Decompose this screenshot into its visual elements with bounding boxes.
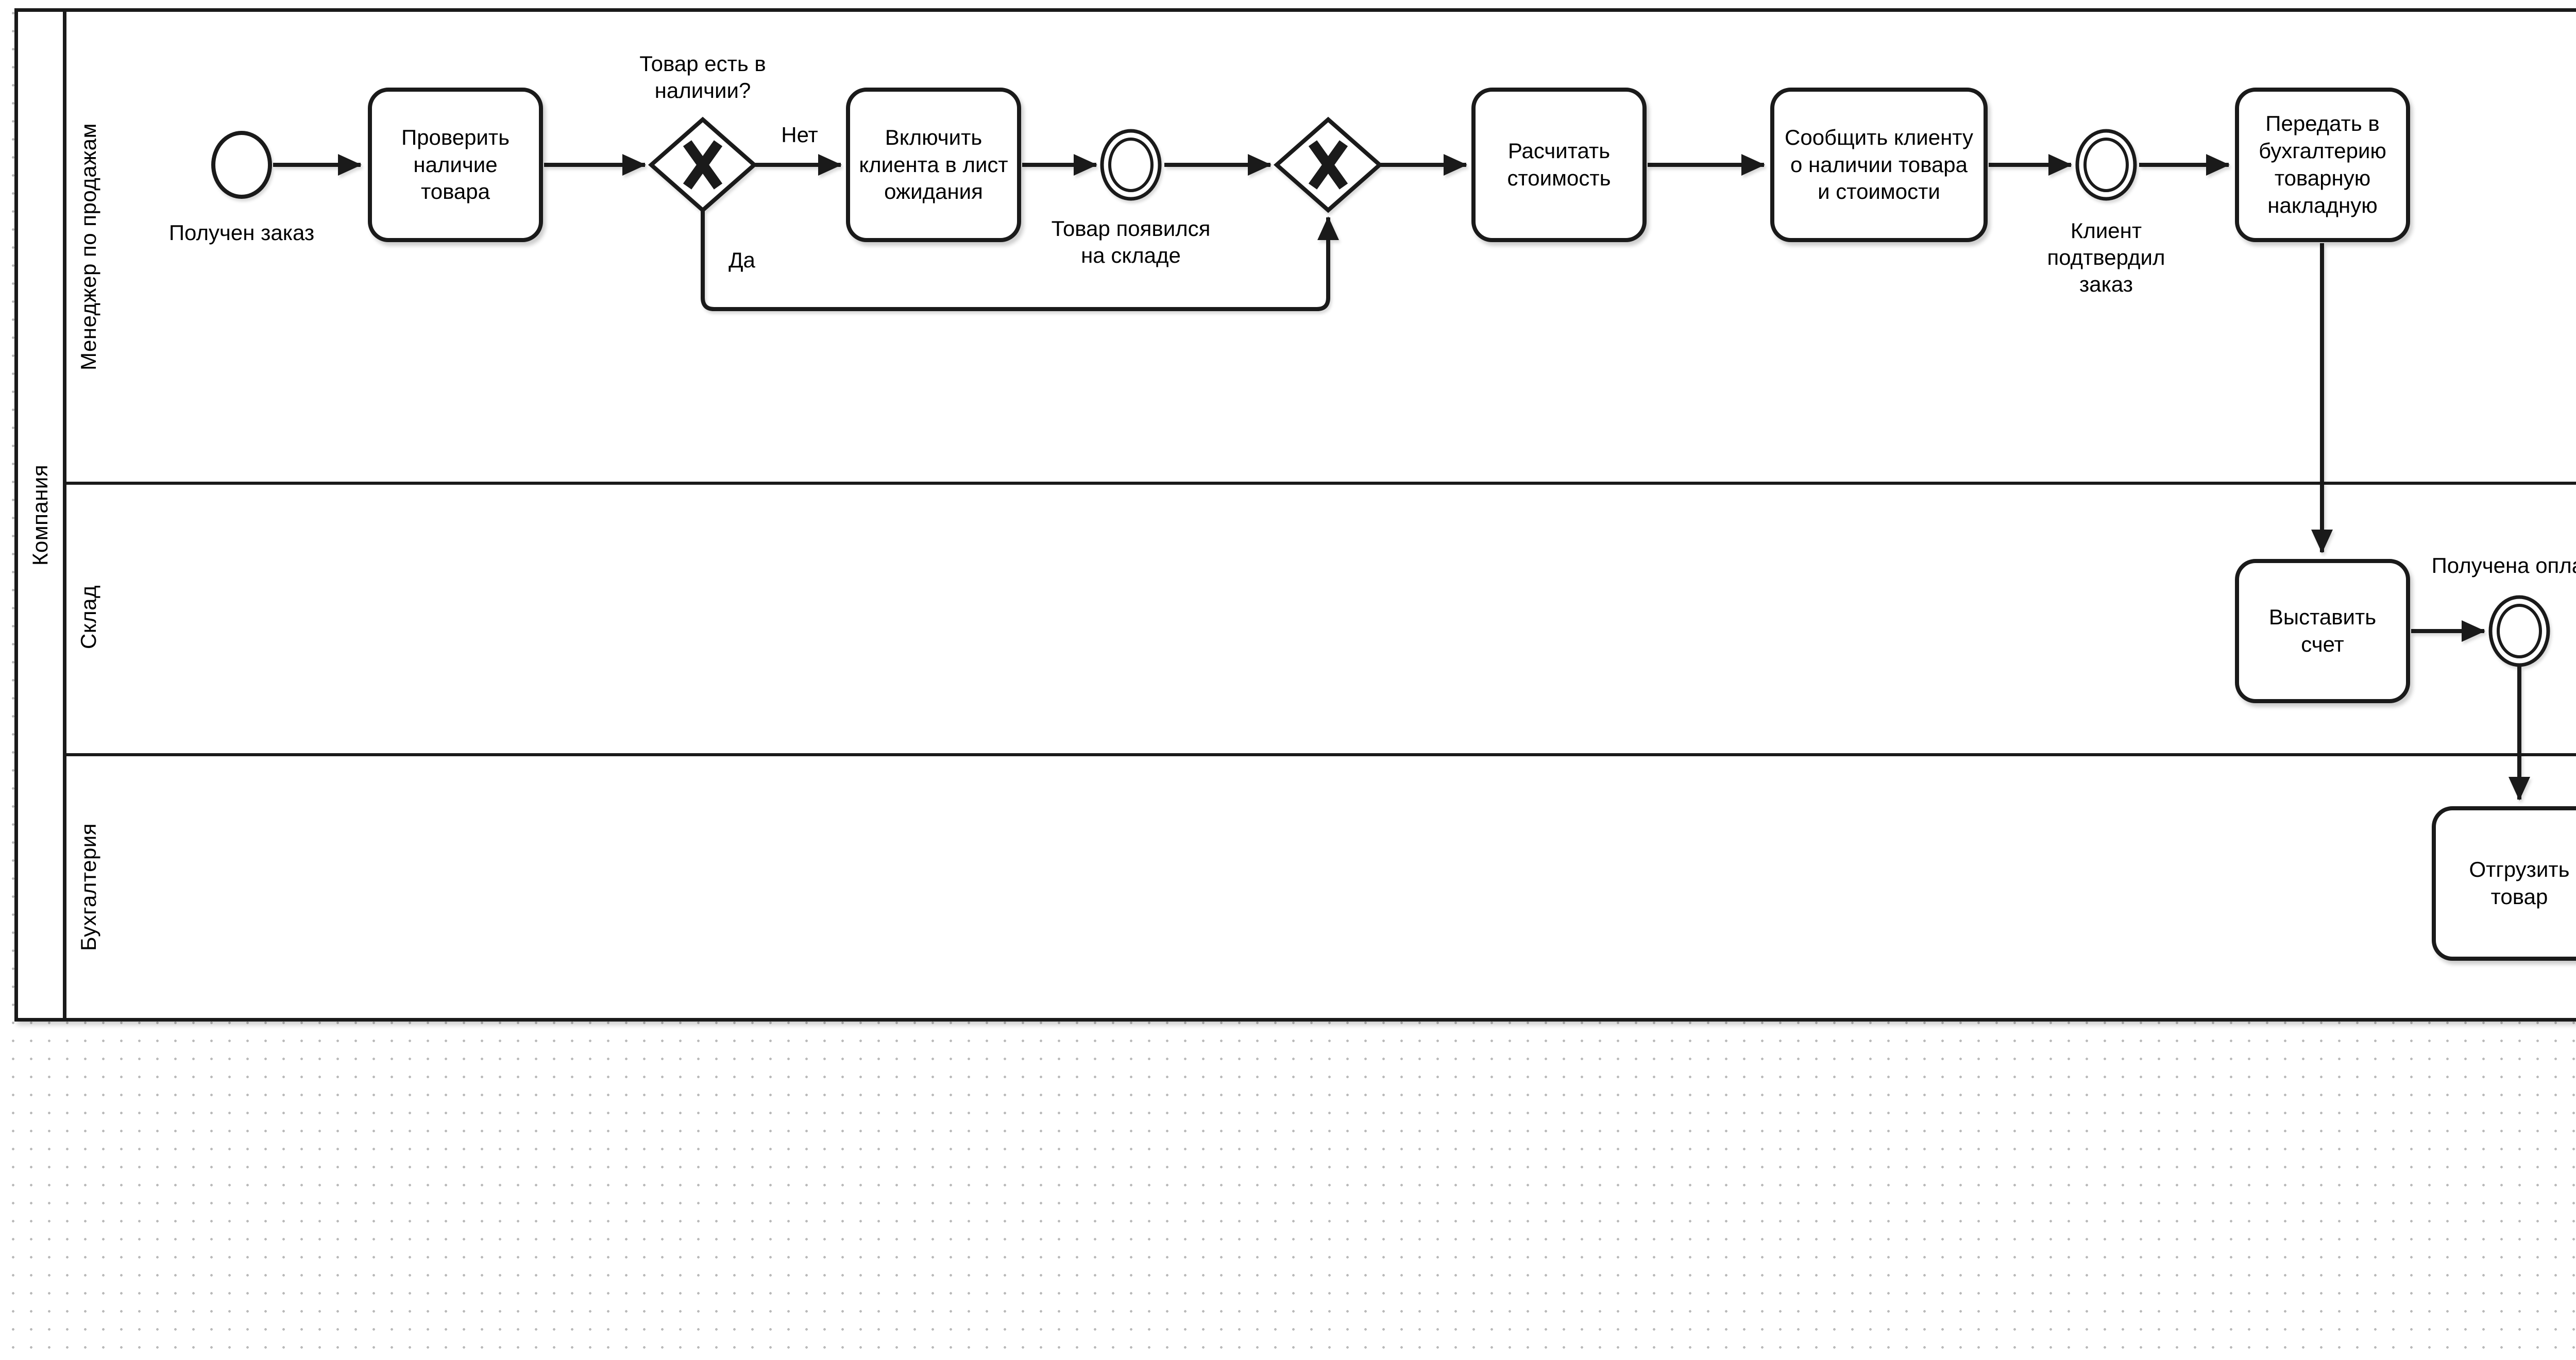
exclusive-gateway-marker: [1308, 140, 1348, 190]
task-ship-goods[interactable]: Отгрузить товар: [2432, 806, 2576, 961]
start-event-label: Получен заказ: [168, 220, 315, 245]
intermediate-event-payment-received[interactable]: [2488, 595, 2550, 667]
exclusive-gateway-marker: [683, 140, 723, 190]
flow-gateway-yes-loop[interactable]: [701, 211, 1339, 311]
gateway-stock-available[interactable]: [648, 116, 758, 213]
start-event[interactable]: [211, 131, 272, 199]
lane-warehouse[interactable]: [66, 482, 2576, 756]
flow-yes-label: Да: [728, 248, 755, 272]
task-hand-over-invoice[interactable]: Передать в бухгалтерию товарную накладну…: [2235, 88, 2410, 242]
pool-header[interactable]: [18, 12, 66, 1018]
intermediate-event-client-confirmed[interactable]: [2075, 129, 2137, 201]
task-calculate-cost[interactable]: Расчитать стоимость: [1471, 88, 1647, 242]
task-inform-client[interactable]: Сообщить клиенту о наличии товара и стои…: [1770, 88, 1988, 242]
task-add-to-waiting-list[interactable]: Включить клиента в лист ожидания: [846, 88, 1021, 242]
task-issue-invoice[interactable]: Выставить счет: [2235, 559, 2410, 703]
gateway-merge[interactable]: [1273, 116, 1383, 213]
gateway-question-label: Товар есть в наличии?: [639, 51, 766, 103]
flow-no-label: Нет: [781, 123, 818, 147]
event-payment-received-label: Получена оплата: [2431, 553, 2576, 577]
intermediate-event-item-in-stock[interactable]: [1100, 129, 1162, 201]
task-check-stock[interactable]: Проверить наличие товара: [368, 88, 543, 242]
lane-accounting[interactable]: [66, 753, 2576, 1014]
event-client-confirmed-label: Клиент подтвердил заказ: [2047, 218, 2165, 297]
event-item-in-stock-label: Товар появился на складе: [1051, 216, 1211, 267]
